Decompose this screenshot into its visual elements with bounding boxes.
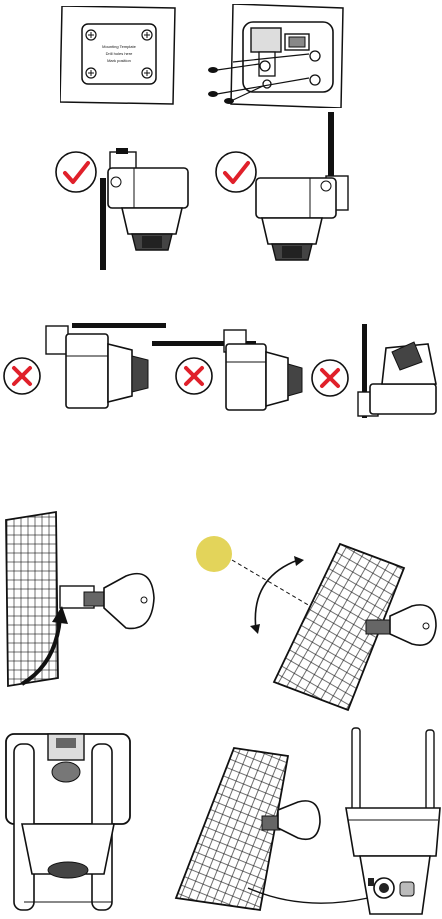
cross-icon <box>311 359 349 397</box>
incorrect-orientation-2 <box>152 329 303 411</box>
incorrect-orientation-1 <box>3 323 166 409</box>
solar-panel-attach <box>5 510 155 688</box>
solar-panel-angle <box>196 536 437 712</box>
cross-icon <box>3 357 41 395</box>
template-line-2: Drill holes here <box>106 51 133 56</box>
incorrect-orientation-3 <box>311 324 437 418</box>
template-line-1: Mounting Template <box>102 44 137 49</box>
assembled-camera-with-solar-panel <box>174 727 441 915</box>
step-template-on-wall: Mounting Template Drill holes here Mark … <box>60 6 176 105</box>
checkmark-icon <box>215 151 257 193</box>
cross-icon <box>175 357 213 395</box>
rotate-arrow-icon <box>20 617 62 686</box>
step-screw-bracket <box>208 4 344 108</box>
sun-icon <box>196 536 232 572</box>
correct-orientation-left <box>55 148 189 270</box>
rotate-arrow-icon <box>254 559 299 631</box>
camera-rear-view <box>5 733 131 911</box>
template-line-3: Mark position <box>107 58 131 63</box>
correct-orientation-right <box>215 112 349 261</box>
checkmark-icon <box>55 151 97 193</box>
